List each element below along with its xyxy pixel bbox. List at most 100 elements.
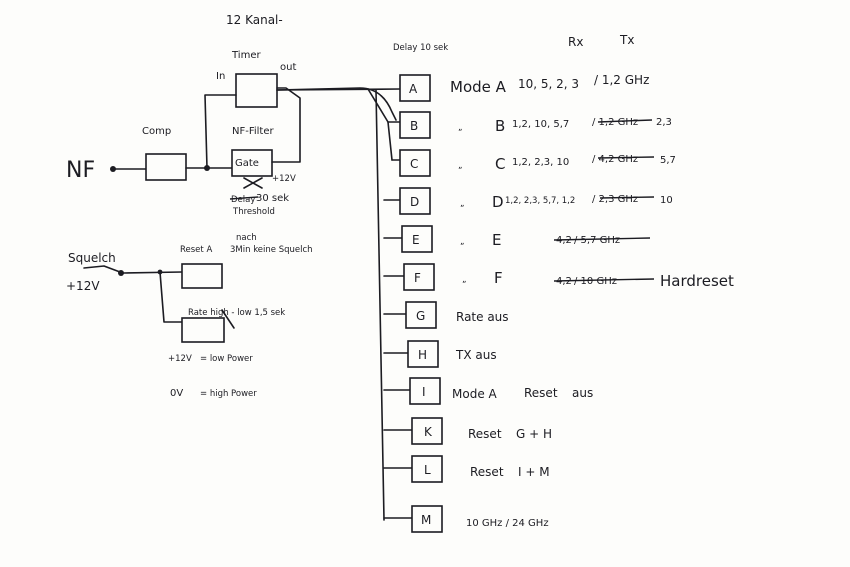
ditto-mark: „ [458,161,462,171]
channel-tx: / 2,3 GHz [592,194,638,205]
channel-prefix: B [495,117,505,135]
reset-a-label: Reset A [180,245,212,255]
channel-tx: / 10 GHz [574,276,617,287]
channel-rx: 1,2, 10, 5,7 [512,119,569,130]
ditto-mark: „ [460,199,464,209]
reset-note-2: 3Min keine Squelch [230,245,313,255]
channel-tx: / 4,2 GHz [592,154,638,165]
delay-adjust-arrow [243,177,263,189]
channel-letter: G [416,309,425,323]
gate-box [231,149,273,177]
rate-box [181,317,225,343]
header-rx: Rx [568,35,583,49]
nf-input-label: NF [66,158,95,183]
channel-extra: 2,3 [656,117,672,128]
channel-extra: 10 [660,195,673,206]
channel-letter: M [421,513,431,527]
threshold-label: Threshold [232,207,275,217]
channel-letter: A [409,82,418,96]
channel-prefix: E [492,231,501,249]
channel-letter: I [422,385,426,399]
channel-prefix: Rate aus [456,310,509,324]
high-voltage: +12V [168,354,192,364]
channel-rx: I + M [518,465,550,479]
channel-rx: 10, 5, 2, 3 [518,77,579,91]
channel-extra: Hardreset [660,272,734,290]
timer-out-label: out [280,62,296,73]
timer-in-label: In [216,71,225,82]
ditto-mark: „ [462,275,466,285]
channel-box [407,340,439,368]
channel-box [401,225,433,253]
channel-tx: / 5,7 GHz [574,235,620,246]
channel-letter: K [424,425,433,439]
channel-row-a: A Mode A 10, 5, 2, 3 / 1,2 GHz [399,73,649,102]
channel-box [411,505,443,533]
channel-prefix: D [492,193,504,211]
channel-row-f: F „ F 4,2 / 10 GHz Hardreset [403,263,734,291]
channel-letter: L [424,463,431,477]
nf-filter-label: NF-Filter [232,126,274,137]
low-voltage-text: = high Power [200,389,257,399]
timer-box [235,73,278,108]
channel-rx: Reset [524,386,558,400]
channel-prefix: Mode A [452,387,498,401]
channel-prefix: Mode A [450,78,507,96]
squelch-label: Squelch [68,251,116,265]
channel-extra: 5,7 [660,155,676,166]
channel-row-k: K Reset G + H [411,417,552,445]
channel-row-i: I Mode A Reset aus [409,377,593,405]
channel-row-h: H TX aus [407,340,497,368]
channel-prefix: TX aus [455,348,497,362]
low-voltage: 0V [170,388,183,399]
channel-box [411,417,443,445]
delay-struck: Delay [231,195,255,205]
bus-trunk [375,89,385,521]
channel-box [409,377,441,405]
comp-box [145,153,187,181]
delay-time: 30 sek [256,193,289,204]
channel-tx: / 1,2 GHz [594,73,649,87]
header-delay: Delay 10 sek [393,43,448,53]
squelch-voltage: +12V [66,279,100,293]
header-tx: Tx [619,33,634,47]
channel-row-m: M 10 GHz / 24 GHz [411,505,549,533]
nf-input-terminal [110,166,116,172]
reset-a-box [181,263,223,289]
channel-letter: F [414,271,421,285]
channel-tx: / 1,2 GHz [592,117,638,128]
channel-box [399,149,431,177]
channel-rx: 1,2, 2,3, 10 [512,157,569,168]
gate-plus12: +12V [272,174,296,184]
bus-line-b [276,87,397,121]
squelch-terminal [118,270,124,276]
channel-prefix: 10 GHz / 24 GHz [466,518,549,529]
high-voltage-text: = low Power [200,354,253,364]
channel-letter: D [410,195,419,209]
channel-box [403,263,435,291]
comp-label: Comp [142,126,171,137]
header-channels: 12 Kanal- [226,13,283,27]
channel-box [399,111,431,139]
ditto-mark: „ [458,123,462,133]
reset-note-1: nach [236,233,257,243]
channel-row-b: B „ B 1,2, 10, 5,7 / 1,2 GHz 2,3 [399,111,672,139]
channel-prefix: Reset [468,427,502,441]
channel-prefix: Reset [470,465,504,479]
channel-box [405,301,437,329]
channel-rx: 4,2 [556,235,572,246]
ditto-mark: „ [460,237,464,247]
channel-prefix: F [494,269,503,287]
channel-box [411,455,443,483]
channel-letter: H [418,348,427,362]
channel-row-g: G Rate aus [405,301,509,329]
channel-letter: B [410,119,418,133]
channel-row-d: D „ D 1,2, 2,3, 5,7, 1,2 / 2,3 GHz 10 [399,187,673,215]
gate-label: Gate [235,158,259,169]
channel-box [399,74,431,102]
bus-line-a [276,88,401,91]
channel-tx: aus [572,386,593,400]
channel-letter: E [412,233,420,247]
